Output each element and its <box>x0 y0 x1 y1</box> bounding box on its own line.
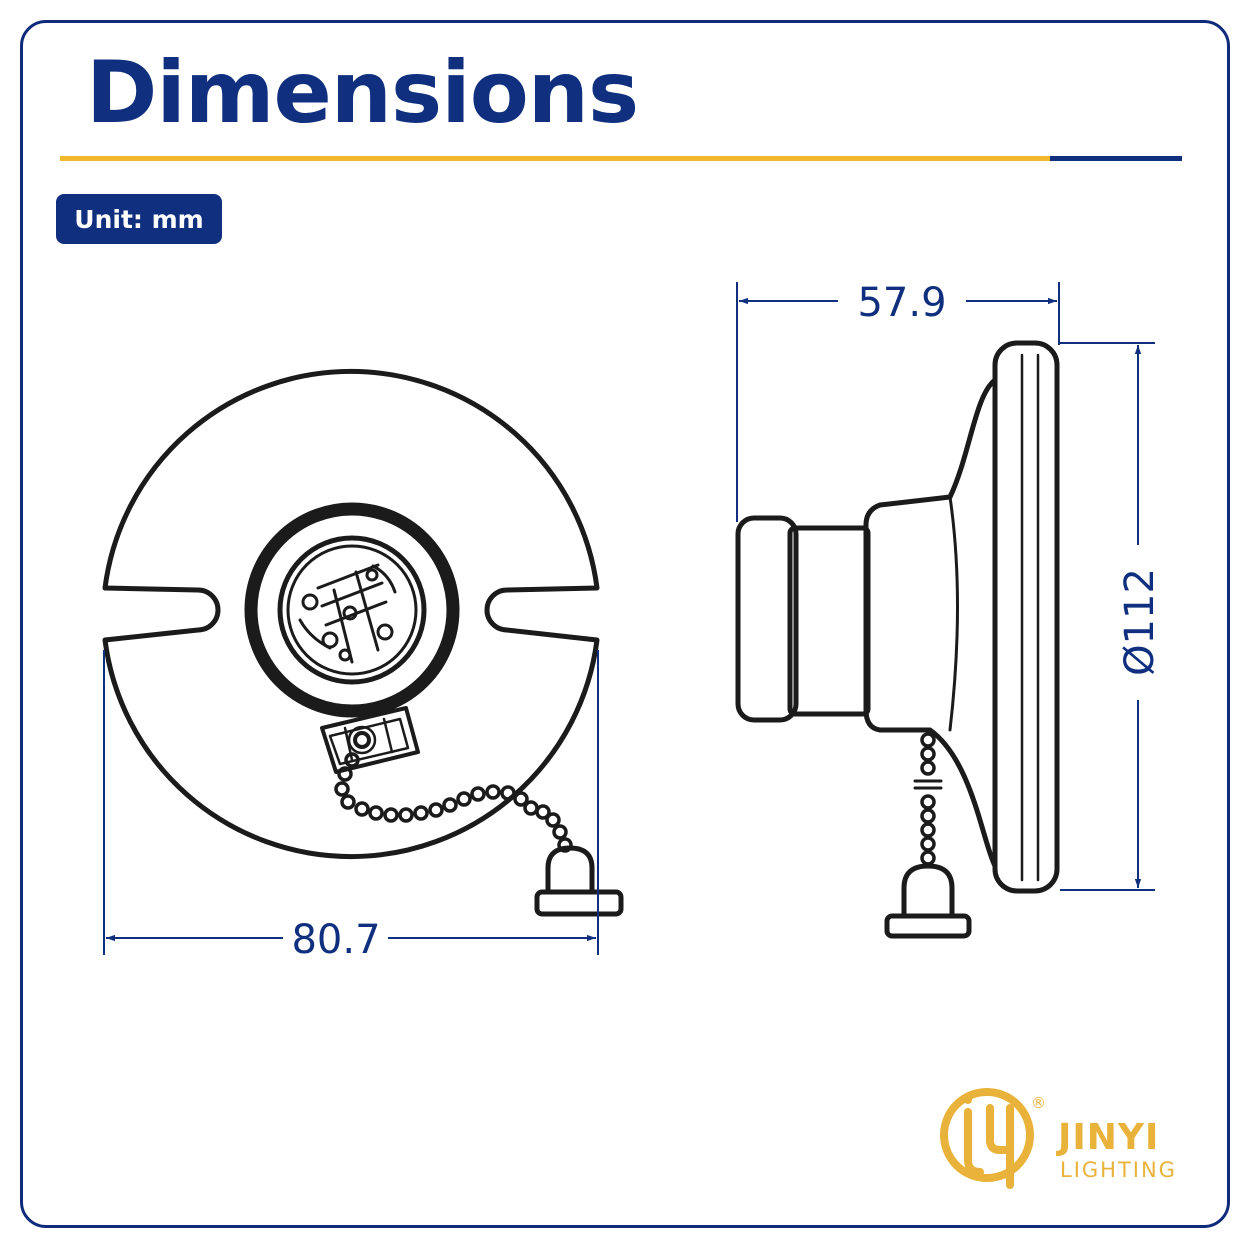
socket-outer-ring <box>244 502 460 718</box>
pull-bell-side-base <box>884 913 972 939</box>
side-diameter-label: Ø112 <box>1117 568 1163 676</box>
side-depth-dimension <box>736 282 1060 522</box>
pull-bell-front-base <box>534 889 624 917</box>
pull-bell-front <box>545 845 595 895</box>
brand-name: JINYI <box>1058 1117 1160 1158</box>
front-base-outline <box>102 369 600 859</box>
page-title: Dimensions <box>86 43 639 143</box>
socket-core-ring <box>286 544 418 676</box>
unit-badge: Unit: mm <box>56 194 222 244</box>
title-underline-navy <box>1050 156 1182 161</box>
socket-inner-ring <box>277 535 427 685</box>
pull-chain-side <box>913 732 943 866</box>
socket-contacts <box>298 563 397 664</box>
pull-chain-front <box>334 752 573 853</box>
side-depth-label: 57.9 <box>857 280 946 326</box>
jinyi-logo-mark <box>940 1088 1034 1189</box>
front-width-label: 80.7 <box>291 917 380 963</box>
title-underline-gold <box>60 156 1052 161</box>
side-view <box>735 340 1060 939</box>
pull-switch-housing <box>320 706 420 774</box>
registered-mark: ® <box>1031 1094 1046 1112</box>
brand-subtitle: LIGHTING <box>1060 1158 1177 1182</box>
side-collar <box>787 525 871 717</box>
front-width-dimension <box>103 650 599 955</box>
front-view <box>102 369 624 917</box>
pull-bell-side <box>901 863 955 919</box>
side-body <box>863 377 998 869</box>
side-face-plate <box>992 340 1060 894</box>
side-cap <box>735 515 799 723</box>
side-diameter-dimension <box>1060 342 1155 891</box>
